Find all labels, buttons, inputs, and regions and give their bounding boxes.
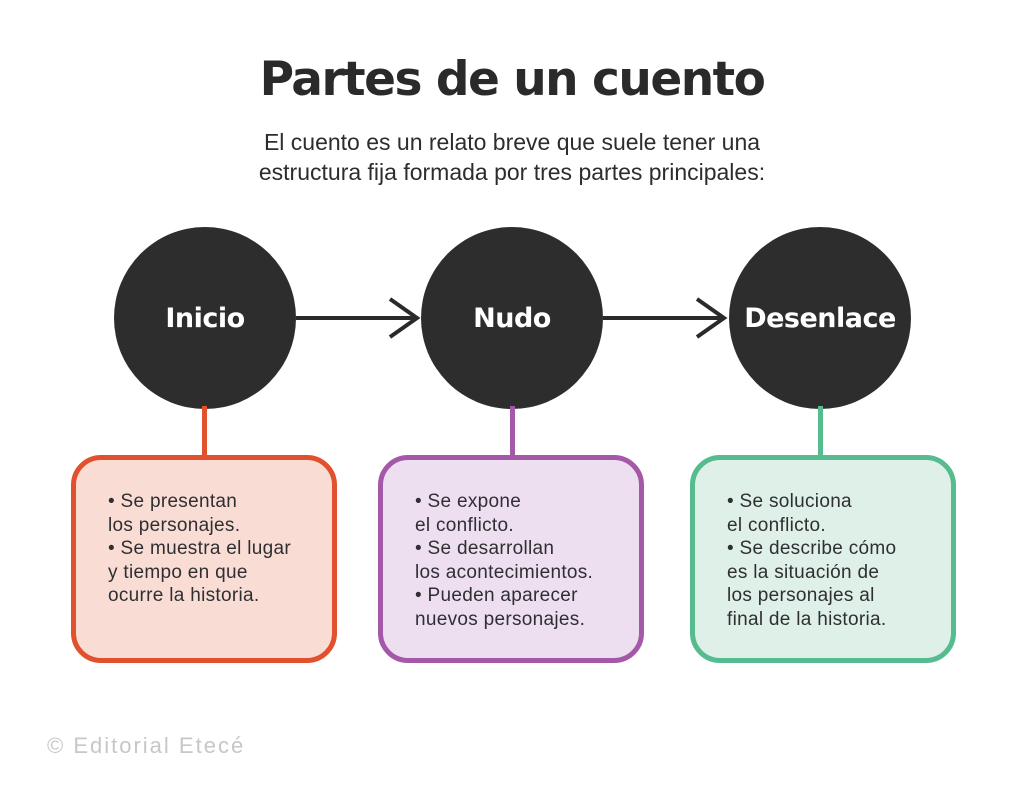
card-desenlace-line-6: final de la historia. [727, 608, 887, 630]
card-inicio-line-5: ocurre la historia. [108, 585, 260, 606]
arrow-right-icon [603, 297, 728, 339]
subtitle-line-1: El cuento es un relato breve que suele t… [263, 129, 761, 155]
card-nudo-line-2: el conflicto. [415, 514, 514, 536]
card-nudo-line-3: • Se desarrollan [415, 538, 555, 559]
card-inicio-line-2: los personajes. [108, 514, 241, 536]
card-desenlace-line-2: el conflicto. [727, 514, 826, 536]
card-inicio-line-3: • Se muestra el lugar [108, 538, 291, 559]
node-nudo-label: Nudo [473, 302, 551, 334]
card-desenlace-line-1: • Se soluciona [727, 491, 852, 512]
node-nudo: Nudo [421, 227, 603, 409]
arrow-right-icon [296, 297, 421, 339]
connector-desenlace [818, 406, 823, 458]
card-nudo: • Se expone el conflicto. • Se desarroll… [378, 455, 644, 663]
copyright-notice: © Editorial Etecé [47, 733, 246, 758]
card-nudo-line-4: los acontecimientos. [415, 561, 594, 583]
node-inicio: Inicio [114, 227, 296, 409]
page-title: Partes de un cuento [259, 52, 766, 107]
card-desenlace: • Se soluciona el conflicto. • Se descri… [690, 455, 956, 663]
card-desenlace-line-3: • Se describe cómo [727, 538, 897, 559]
card-nudo-line-5: • Pueden aparecer [415, 585, 578, 606]
connector-inicio [202, 406, 207, 458]
node-desenlace-label: Desenlace [744, 302, 896, 334]
card-inicio: • Se presentan los personajes. • Se mues… [71, 455, 337, 663]
card-inicio-line-1: • Se presentan [108, 491, 238, 512]
node-desenlace: Desenlace [729, 227, 911, 409]
subtitle-line-2: estructura fija formada por tres partes … [258, 159, 766, 185]
connector-nudo [510, 406, 515, 458]
card-nudo-line-1: • Se expone [415, 491, 522, 512]
page-subtitle: El cuento es un relato breve que suele t… [0, 127, 1024, 187]
card-desenlace-line-5: los personajes al [727, 585, 875, 606]
card-desenlace-line-4: es la situación de [727, 561, 880, 583]
card-inicio-line-4: y tiempo en que [108, 561, 248, 583]
card-nudo-line-6: nuevos personajes. [415, 608, 586, 630]
node-inicio-label: Inicio [165, 302, 245, 334]
